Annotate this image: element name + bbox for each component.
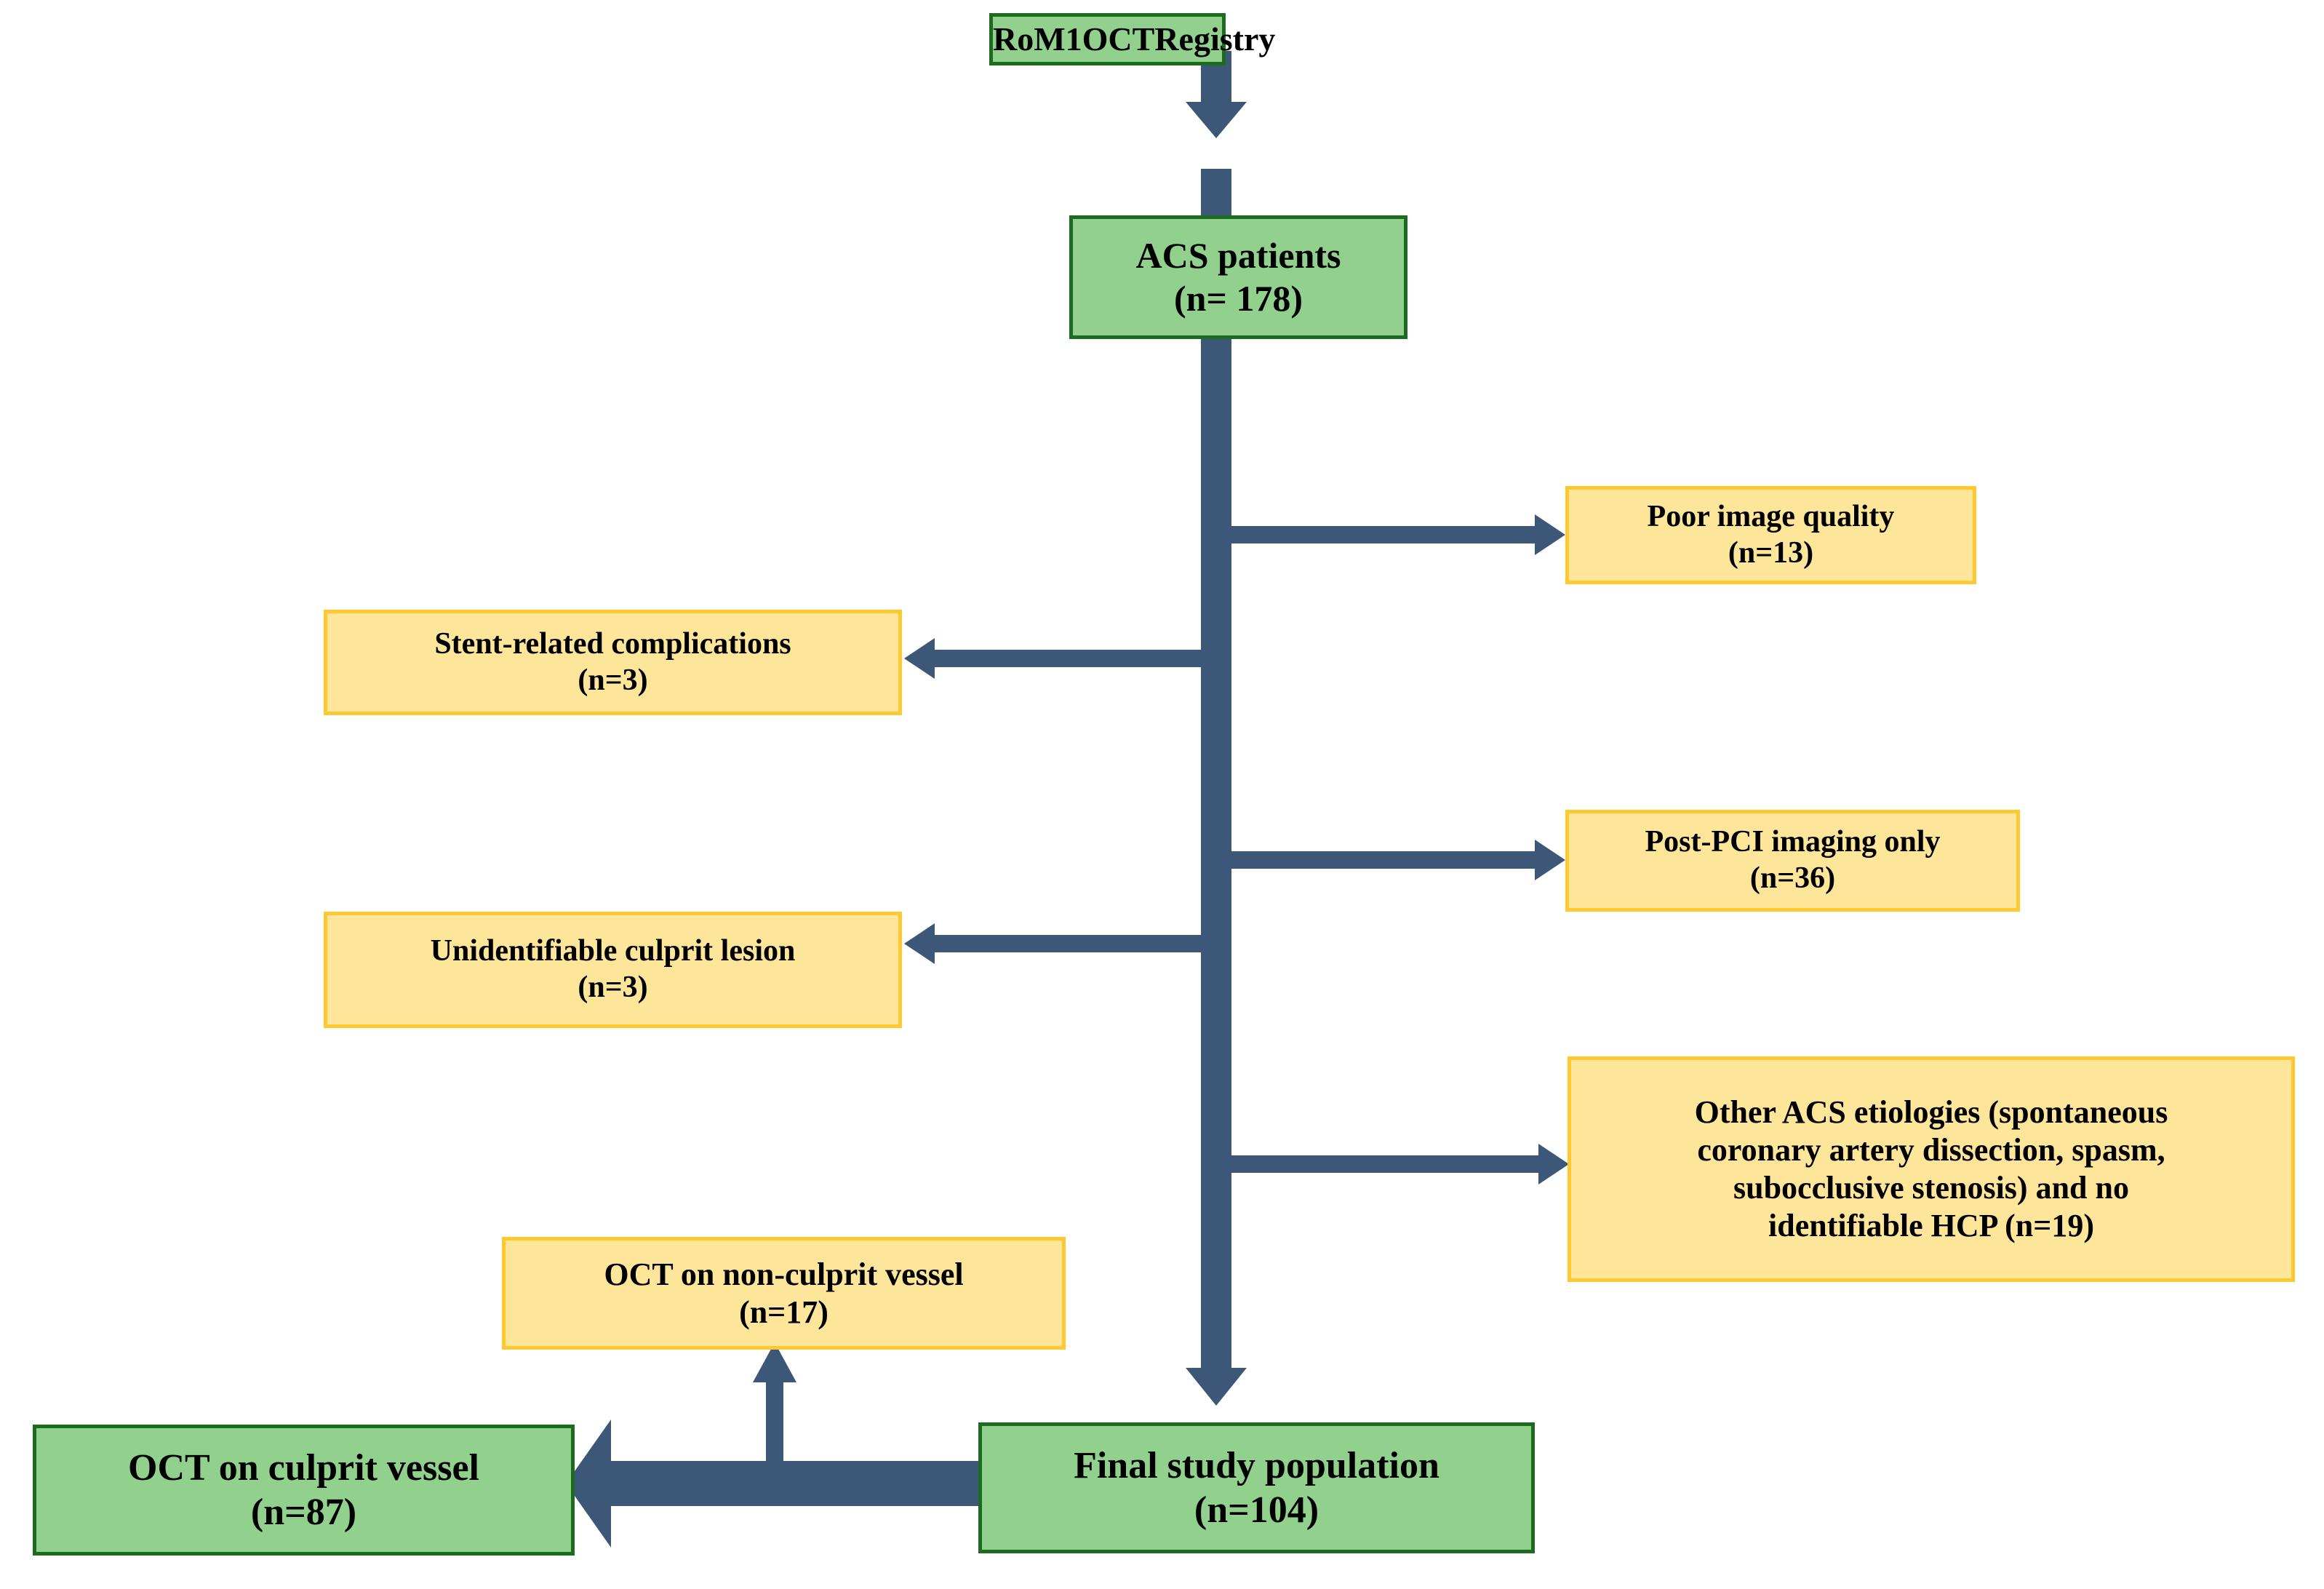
node-oct-culprit-vessel-line1: OCT on culprit vessel	[128, 1446, 479, 1489]
node-final-study-population-line1: Final study population	[1074, 1444, 1439, 1486]
node-acs-patients-line1: ACS patients	[1135, 235, 1341, 276]
node-oct-culprit-vessel-count: (n=87)	[250, 1492, 357, 1533]
connector-to-other-acs-etiologies	[1231, 1155, 1541, 1173]
node-oct-non-culprit-vessel-line1: OCT on non-culprit vessel	[604, 1256, 964, 1292]
connector-main-trunk	[1201, 169, 1231, 1373]
node-poor-image-quality-label: Poor image quality (n=13)	[1569, 499, 1973, 571]
node-oct-culprit-vessel-label: OCT on culprit vessel (n=87)	[36, 1446, 571, 1535]
connector-to-post-pci	[1231, 851, 1537, 869]
connector-final-to-culprit	[611, 1461, 978, 1506]
arrowhead-right-poor-image-quality	[1535, 514, 1565, 555]
node-oct-non-culprit-vessel[interactable]: OCT on non-culprit vessel (n=17)	[502, 1237, 1066, 1350]
node-final-study-population-count: (n=104)	[1194, 1489, 1319, 1531]
arrowhead-right-post-pci	[1535, 840, 1565, 880]
node-registry[interactable]: RoM1OCTRegistry	[989, 13, 1275, 65]
node-unidentifiable-culprit-lesion-count: (n=3)	[578, 971, 648, 1004]
node-other-acs-etiologies-line4: identifiable HCP (n=19)	[1768, 1207, 2094, 1243]
node-stent-related-complications-count: (n=3)	[578, 663, 648, 697]
node-other-acs-etiologies-label: Other ACS etiologies (spontaneous corona…	[1571, 1094, 2291, 1245]
node-poor-image-quality[interactable]: Poor image quality (n=13)	[1565, 486, 1976, 584]
connector-to-stent-related	[935, 650, 1202, 667]
arrowhead-left-unidentifiable-lesion	[904, 923, 935, 964]
node-post-pci-imaging-only-count: (n=36)	[1749, 861, 1836, 895]
node-stent-related-complications-line1: Stent-related complications	[434, 626, 791, 661]
node-stent-related-complications-label: Stent-related complications (n=3)	[327, 626, 898, 698]
node-post-pci-imaging-only[interactable]: Post-PCI imaging only (n=36)	[1565, 810, 2020, 912]
arrowhead-left-stent-related	[904, 638, 935, 679]
node-acs-patients-label: ACS patients (n= 178)	[1073, 234, 1404, 320]
arrowhead-down-to-final-population	[1186, 1368, 1247, 1406]
node-oct-culprit-vessel[interactable]: OCT on culprit vessel (n=87)	[33, 1425, 575, 1556]
node-registry-label: RoM1OCTRegistry	[993, 20, 1276, 57]
node-oct-non-culprit-vessel-count: (n=17)	[739, 1294, 828, 1330]
connector-final-to-non-culprit	[766, 1375, 783, 1466]
node-final-study-population-label: Final study population (n=104)	[982, 1443, 1531, 1533]
node-post-pci-imaging-only-label: Post-PCI imaging only (n=36)	[1569, 824, 2016, 896]
node-unidentifiable-culprit-lesion[interactable]: Unidentifiable culprit lesion (n=3)	[324, 912, 902, 1028]
node-oct-non-culprit-vessel-label: OCT on non-culprit vessel (n=17)	[506, 1256, 1062, 1331]
node-other-acs-etiologies-line3: subocclusive stenosis) and no	[1733, 1170, 2129, 1206]
node-poor-image-quality-count: (n=13)	[1728, 535, 1814, 570]
node-other-acs-etiologies-line1: Other ACS etiologies (spontaneous	[1694, 1094, 2168, 1131]
node-unidentifiable-culprit-lesion-line1: Unidentifiable culprit lesion	[430, 934, 796, 968]
node-final-study-population[interactable]: Final study population (n=104)	[978, 1422, 1535, 1553]
node-post-pci-imaging-only-line1: Post-PCI imaging only	[1645, 825, 1941, 859]
arrowhead-down-to-acs	[1186, 102, 1247, 138]
node-acs-patients[interactable]: ACS patients (n= 178)	[1069, 215, 1407, 339]
node-other-acs-etiologies[interactable]: Other ACS etiologies (spontaneous corona…	[1568, 1056, 2295, 1282]
connector-to-poor-image-quality	[1231, 526, 1537, 543]
node-acs-patients-count: (n= 178)	[1173, 278, 1303, 319]
arrowhead-right-other-acs-etiologies	[1538, 1144, 1569, 1184]
node-unidentifiable-culprit-lesion-label: Unidentifiable culprit lesion (n=3)	[327, 933, 898, 1005]
node-poor-image-quality-line1: Poor image quality	[1647, 499, 1895, 533]
connector-to-unidentifiable-lesion	[935, 935, 1202, 952]
node-stent-related-complications[interactable]: Stent-related complications (n=3)	[324, 610, 902, 715]
node-other-acs-etiologies-line2: coronary artery dissection, spasm,	[1697, 1132, 2165, 1168]
